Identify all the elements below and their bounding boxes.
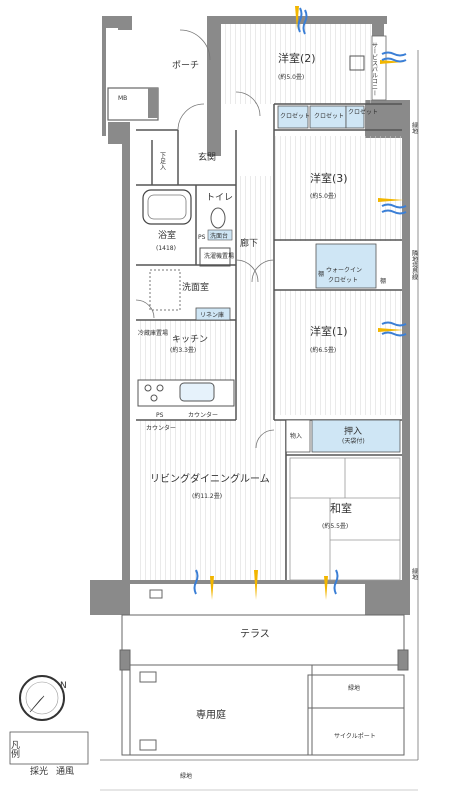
side-label-green1: 緑地 [411,121,418,134]
kitchen-floor [136,320,236,380]
legend-title: 凡例 [9,740,20,759]
legend-light-label: 採光 [30,765,48,777]
label-kitchen-size: (約3.3畳) [170,346,196,354]
label-yoshitsu2: 洋室(2) [278,51,316,65]
stove-burner-3 [150,394,158,402]
side-label-green2: 緑地 [411,567,418,580]
compass-icon [19,675,65,721]
kitchen-sink [179,382,215,402]
side-label-neighbor: 隣地境界線 [411,249,418,280]
label-washitsu: 和室 [330,501,352,515]
exterior-outlines [119,589,409,756]
label-service-balcony: サービスバルコニー [371,42,378,96]
label-washroom: 洗面室 [182,281,209,293]
label-yoshitsu3: 洋室(3) [310,171,348,185]
bathtub-inner [147,194,187,220]
label-green-bottom: 緑地 [180,772,192,780]
bathtub [142,189,192,225]
label-bath: 浴室 [158,229,176,241]
label-closet-b: クロゼット [314,112,344,120]
label-mb: MB [118,95,127,102]
light-arrows [36,6,404,756]
label-garden: 専用庭 [196,708,226,721]
label-corridor: 廊下 [240,237,258,249]
label-walkin2: クロゼット [328,276,358,284]
label-fridge: 冷蔵庫置場 [138,329,168,337]
label-yoshitsu3-size: (約5.0畳) [310,192,336,200]
service-balcony [371,35,387,101]
label-shelf1: 棚 [318,270,324,278]
yoshitsu3-floor [274,136,402,241]
label-monoire: 物入 [290,432,302,440]
washstand [149,269,181,311]
stove-burner-2 [156,384,164,392]
label-washstand: 洗面台 [210,232,228,240]
label-oshiire: 押入 [344,425,362,437]
label-porch: ポーチ [172,60,199,71]
laundry-box [199,247,231,267]
label-yoshitsu1: 洋室(1) [310,324,348,338]
label-closet-c: クロゼット [348,108,378,116]
storage-blocks [195,105,401,453]
label-toilet: トイレ [206,193,233,203]
label-ps-lower: PS [156,412,164,419]
door-swings [135,29,275,449]
label-ps-upper: PS [198,234,206,241]
label-kitchen: キッチン [172,334,208,345]
ac-unit [349,55,365,71]
label-closet-a: クロゼット [280,112,310,120]
label-yoshitsu2-size: (約5.0畳) [278,73,304,81]
tatami-grid [289,457,401,581]
kitchen-counter [137,379,235,407]
label-counter: カウンター [188,411,218,419]
label-yoshitsu1-size: (約6.5畳) [310,346,336,354]
corridor-floor [236,176,274,420]
label-shelf2: 棚 [380,277,386,285]
label-living: リビングダイニングルーム [150,472,270,485]
yoshitsu2-floor [221,24,371,104]
stove-burner-1 [144,384,152,392]
label-walkin1: ウォークイン [326,266,362,274]
legend-box [9,731,89,765]
label-laundry: 洗濯機置場 [204,252,234,260]
compass-letter: N [60,681,67,691]
label-green-top: 緑地 [348,684,360,692]
living-floor [136,420,286,580]
label-washitsu-size: (約5.5畳) [322,522,348,530]
label-shoes: 下足入 [159,152,166,170]
toilet-fixture [210,207,226,229]
yoshitsu1-floor [274,290,402,415]
legend-wind-label: 通風 [56,766,74,777]
label-terrace: テラス [240,628,270,640]
label-counter2: カウンター [146,424,176,432]
label-genkan: 玄関 [198,151,216,163]
label-bath-size: (1418) [156,245,176,252]
label-linen: リネン庫 [200,311,224,319]
label-oshiire-sub: (天袋付) [342,437,365,445]
label-cycle: サイクルポート [334,732,376,740]
label-living-size: (約11.2畳) [192,492,222,500]
